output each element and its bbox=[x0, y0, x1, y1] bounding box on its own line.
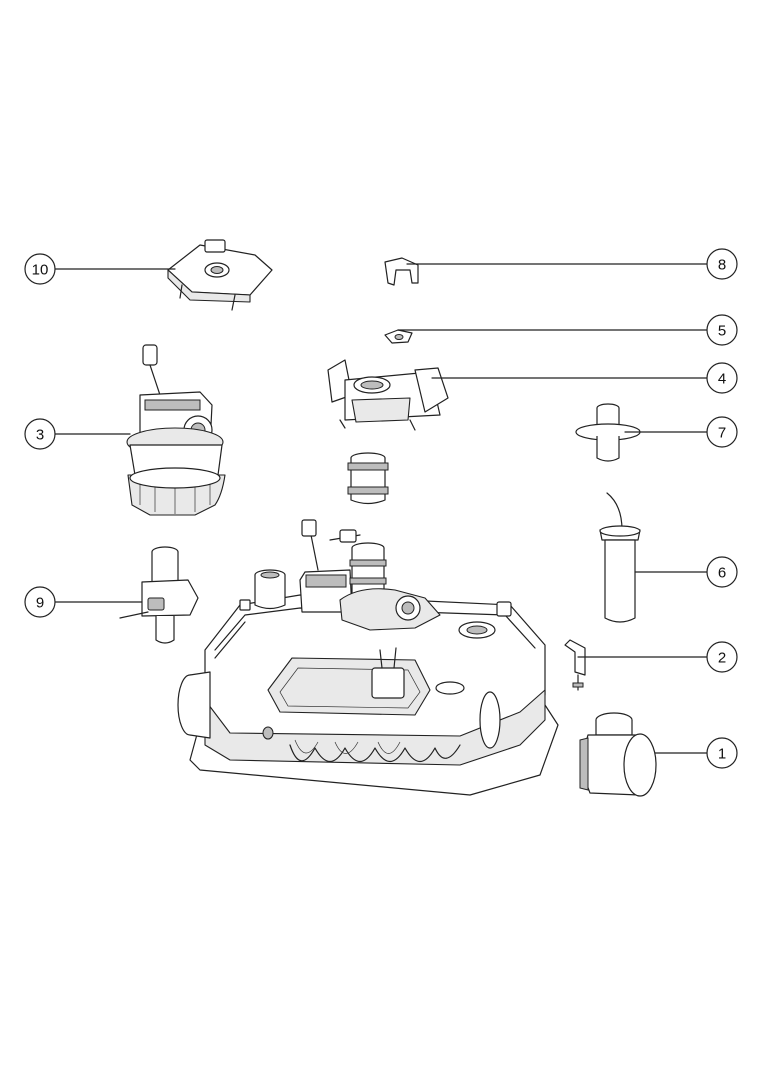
callout-2: 2 bbox=[706, 641, 738, 673]
discharge-valve-illustration bbox=[327, 359, 449, 431]
callout-3: 3 bbox=[24, 418, 56, 450]
callout-8: 8 bbox=[706, 248, 738, 280]
callout-9: 9 bbox=[24, 586, 56, 618]
pipe-couplers-illustration bbox=[347, 452, 389, 505]
callout-4: 4 bbox=[706, 362, 738, 394]
seal-clip-illustration bbox=[384, 329, 413, 344]
callout-10: 10 bbox=[24, 253, 56, 285]
base-tank-illustration bbox=[177, 519, 559, 796]
callout-label: 8 bbox=[718, 257, 726, 274]
callout-label: 6 bbox=[718, 565, 726, 582]
callout-label: 5 bbox=[718, 323, 726, 340]
pump-motor-assembly-illustration bbox=[126, 344, 226, 516]
callout-6: 6 bbox=[706, 556, 738, 588]
check-valve-illustration bbox=[119, 546, 199, 644]
callout-label: 4 bbox=[718, 371, 726, 388]
callout-label: 10 bbox=[32, 262, 49, 279]
callout-label: 2 bbox=[718, 650, 726, 667]
callout-label: 1 bbox=[718, 746, 726, 763]
callout-label: 3 bbox=[36, 427, 44, 444]
mounting-bracket-illustration bbox=[564, 639, 586, 691]
leader-lines bbox=[54, 263, 708, 754]
callout-label: 9 bbox=[36, 595, 44, 612]
callout-label: 7 bbox=[718, 425, 726, 442]
control-unit-illustration bbox=[167, 239, 273, 311]
retaining-clip-illustration bbox=[384, 257, 419, 286]
level-sensor-tube-illustration bbox=[599, 492, 641, 623]
callout-1: 1 bbox=[706, 737, 738, 769]
callout-5: 5 bbox=[706, 314, 738, 346]
inlet-coupling-illustration bbox=[579, 712, 657, 797]
callout-7: 7 bbox=[706, 416, 738, 448]
